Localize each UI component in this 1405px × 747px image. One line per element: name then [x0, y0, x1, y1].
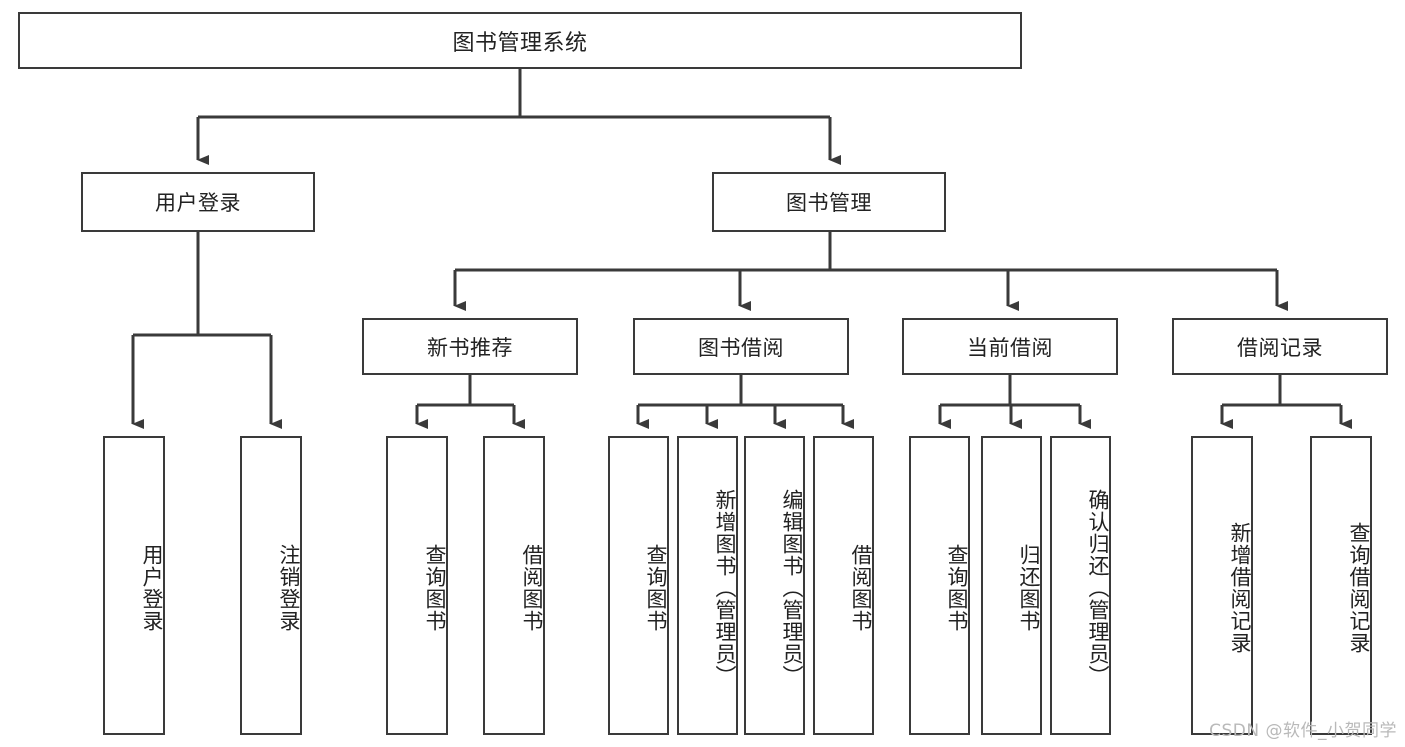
node-book-borrow[interactable]: 图书借阅 — [633, 318, 849, 375]
node-label: 用户登录 — [140, 543, 164, 632]
node-label: 归还图书 — [1017, 543, 1041, 632]
node-label: 注销登录 — [277, 543, 301, 632]
node-borrow-record[interactable]: 借阅记录 — [1172, 318, 1388, 375]
node-label: 查询借阅记录 — [1347, 521, 1371, 654]
node-leaf-borrow-book-1[interactable]: 借阅图书 — [483, 436, 545, 735]
node-label: 编辑图书（管理员） — [780, 488, 804, 687]
node-label: 新增借阅记录 — [1228, 521, 1252, 654]
node-leaf-query-book-3[interactable]: 查询图书 — [909, 436, 970, 735]
node-leaf-add-borrow-record[interactable]: 新增借阅记录 — [1191, 436, 1253, 735]
node-leaf-add-book-admin[interactable]: 新增图书（管理员） — [677, 436, 738, 735]
node-label: 借阅图书 — [520, 543, 544, 632]
node-label: 新书推荐 — [427, 335, 513, 360]
node-leaf-user-login[interactable]: 用户登录 — [103, 436, 165, 735]
node-leaf-query-book-1[interactable]: 查询图书 — [386, 436, 448, 735]
node-label: 查询图书 — [945, 543, 969, 632]
node-label: 借阅记录 — [1237, 335, 1323, 360]
node-root[interactable]: 图书管理系统 — [18, 12, 1022, 69]
node-leaf-confirm-return[interactable]: 确认归还（管理员） — [1050, 436, 1111, 735]
node-label: 确认归还（管理员） — [1086, 488, 1110, 687]
connector-lines — [131, 69, 1352, 429]
node-leaf-return-book[interactable]: 归还图书 — [981, 436, 1042, 735]
node-label: 图书管理 — [786, 191, 872, 215]
node-leaf-edit-book-admin[interactable]: 编辑图书（管理员） — [744, 436, 805, 735]
node-label: 查询图书 — [644, 543, 668, 632]
node-leaf-user-logout[interactable]: 注销登录 — [240, 436, 302, 735]
node-label: 当前借阅 — [967, 335, 1053, 360]
node-leaf-query-book-2[interactable]: 查询图书 — [608, 436, 669, 735]
node-book-manage[interactable]: 图书管理 — [712, 172, 946, 232]
node-current-borrow[interactable]: 当前借阅 — [902, 318, 1118, 375]
node-label: 借阅图书 — [849, 543, 873, 632]
node-label: 用户登录 — [155, 191, 241, 215]
node-label: 查询图书 — [423, 543, 447, 632]
node-user-login[interactable]: 用户登录 — [81, 172, 315, 232]
node-leaf-borrow-book-2[interactable]: 借阅图书 — [813, 436, 874, 735]
node-new-book-recommend[interactable]: 新书推荐 — [362, 318, 578, 375]
node-label: 新增图书（管理员） — [713, 488, 737, 687]
node-leaf-query-borrow-record[interactable]: 查询借阅记录 — [1310, 436, 1372, 735]
node-label: 图书管理系统 — [452, 30, 588, 56]
node-label: 图书借阅 — [698, 335, 784, 360]
